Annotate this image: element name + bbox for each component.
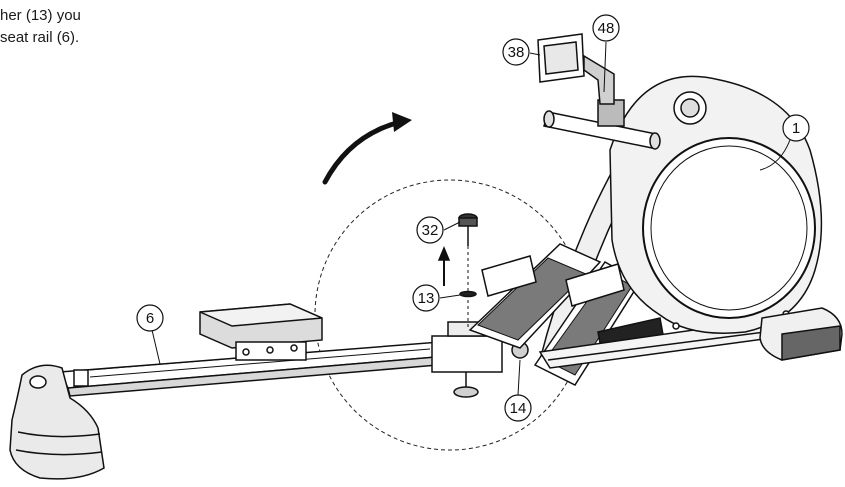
rotation-arrow (322, 112, 412, 185)
callout-48-label: 48 (598, 20, 615, 37)
front-foot (9, 364, 105, 480)
instruction-line-2: seat rail (6). (0, 29, 80, 46)
instruction-line-1: her (13) you (0, 7, 81, 24)
main-frame (468, 139, 832, 386)
callout-32-label: 32 (422, 222, 439, 239)
callout-38-label: 38 (508, 44, 525, 61)
callout-1: 1 (782, 114, 810, 142)
rear-foot (759, 307, 843, 361)
seat-rail (58, 341, 451, 397)
seat (199, 303, 323, 361)
callout-6-label: 6 (146, 310, 154, 327)
monitor (537, 33, 615, 105)
knob-and-washer (437, 213, 478, 330)
leader-lines (151, 41, 791, 396)
callout-32: 32 (416, 216, 444, 244)
callout-1-label: 1 (792, 120, 800, 137)
callout-14-label: 14 (510, 400, 527, 417)
callout-48: 48 (592, 14, 620, 42)
callout-6: 6 (136, 304, 164, 332)
callout-13: 13 (412, 284, 440, 312)
flywheel-housing (609, 75, 823, 334)
callout-38: 38 (502, 38, 530, 66)
callout-13-label: 13 (418, 290, 435, 307)
callout-14: 14 (504, 394, 532, 422)
